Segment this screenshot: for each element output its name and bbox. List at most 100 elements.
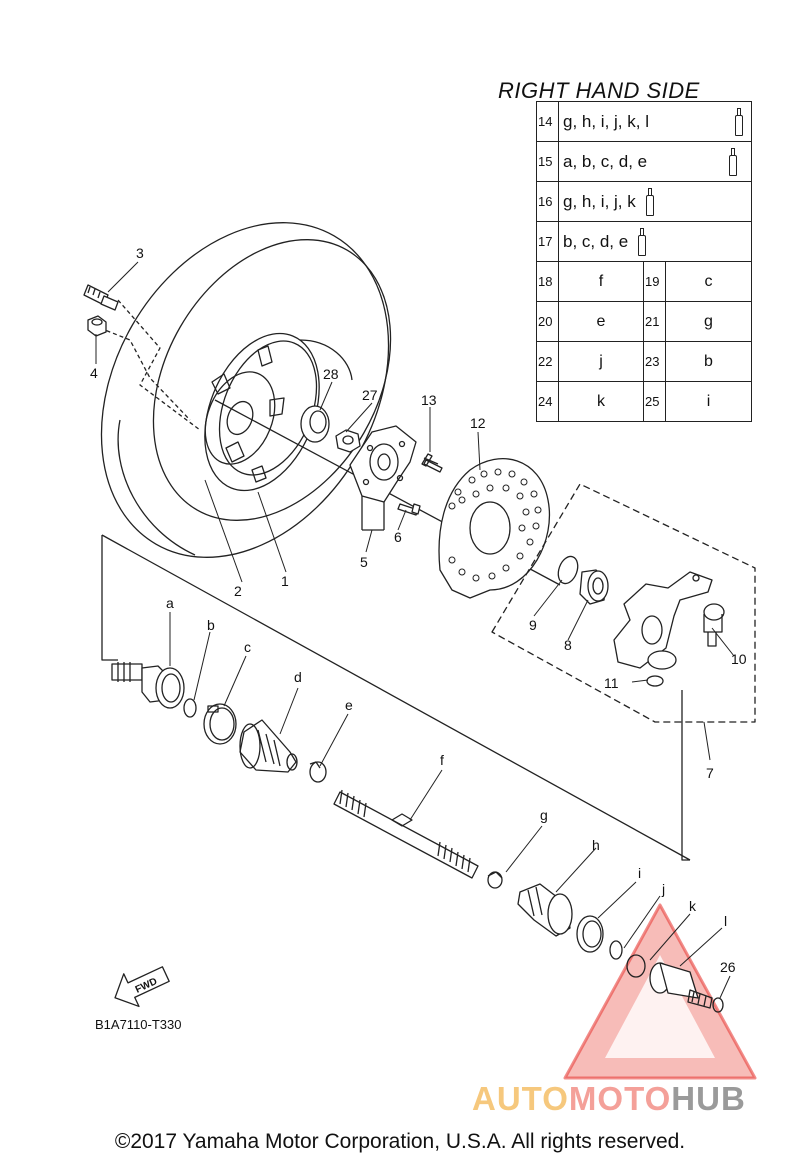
boot-band-i bbox=[576, 915, 604, 953]
callout-e: e bbox=[345, 697, 353, 713]
row-letter: j bbox=[558, 341, 644, 382]
callout-26: 26 bbox=[720, 959, 736, 975]
small-band bbox=[309, 761, 327, 783]
row-letters: a, b, c, d, e bbox=[563, 151, 648, 171]
bearing bbox=[579, 569, 609, 605]
callout-27: 27 bbox=[362, 387, 378, 403]
small-band-g bbox=[487, 871, 503, 889]
callout-b: b bbox=[207, 617, 215, 633]
grease-tube-icon bbox=[735, 107, 743, 136]
combo-row: 17 b, c, d, e bbox=[536, 221, 752, 262]
row-number: 22 bbox=[536, 341, 559, 382]
grease-tube-icon bbox=[729, 147, 737, 176]
pair-row: 24 k 25 i bbox=[536, 381, 752, 422]
callout-f: f bbox=[440, 752, 444, 768]
combo-row: 15 a, b, c, d, e bbox=[536, 141, 752, 182]
fwd-arrow-icon: FWD bbox=[114, 966, 170, 1008]
drive-shaft bbox=[333, 789, 479, 879]
driveshaft-group-lines bbox=[101, 534, 691, 861]
wheel-hub bbox=[349, 425, 417, 531]
callout-28: 28 bbox=[323, 366, 339, 382]
circlip-j bbox=[609, 940, 623, 960]
row-letters: g, h, i, j, k, l bbox=[563, 111, 649, 131]
watermark-moto: MOTO bbox=[568, 1080, 672, 1117]
row-letter: i bbox=[665, 381, 752, 422]
callout-d: d bbox=[294, 669, 302, 685]
row-letters: b, c, d, e bbox=[563, 231, 629, 251]
callout-l: l bbox=[724, 913, 728, 929]
row-number: 18 bbox=[536, 261, 559, 302]
right-hand-side-title: RIGHT HAND SIDE bbox=[498, 78, 700, 103]
pair-row: 18 f 19 c bbox=[536, 261, 752, 302]
callout-a: a bbox=[166, 595, 174, 611]
circlip-b bbox=[183, 698, 197, 718]
pair-row: 22 j 23 b bbox=[536, 341, 752, 382]
row-number: 16 bbox=[536, 181, 559, 222]
knuckle-assembly-box bbox=[491, 483, 756, 723]
watermark-logo: AUTOMOTOHUB bbox=[472, 1080, 746, 1118]
watermark-auto: AUTO bbox=[472, 1080, 569, 1117]
stud-guide-lines bbox=[99, 299, 201, 431]
combo-row: 14 g, h, i, j, k, l bbox=[536, 101, 752, 142]
callout-9: 9 bbox=[529, 617, 537, 633]
row-letter: c bbox=[665, 261, 752, 302]
row-letter: k bbox=[558, 381, 644, 422]
disc-bolt bbox=[421, 453, 443, 473]
steering-knuckle bbox=[613, 571, 713, 670]
outer-cv-joint bbox=[111, 662, 185, 709]
callout-g: g bbox=[540, 807, 548, 823]
diagram-code: B1A7110-T330 bbox=[95, 1017, 182, 1032]
hub-bolt bbox=[397, 503, 421, 516]
watermark-hub: HUB bbox=[671, 1080, 746, 1117]
callout-13: 13 bbox=[421, 392, 437, 408]
brake-disc bbox=[438, 458, 550, 599]
ball-joint bbox=[703, 603, 725, 647]
wheel-rim bbox=[204, 332, 353, 492]
boot-band bbox=[203, 703, 237, 745]
inner-cv-joint bbox=[649, 962, 713, 1009]
leader-lines bbox=[95, 261, 735, 999]
callout-12: 12 bbox=[470, 415, 486, 431]
callout-5: 5 bbox=[360, 554, 368, 570]
row-letter: e bbox=[558, 301, 644, 342]
pair-row: 20 e 21 g bbox=[536, 301, 752, 342]
row-letters: g, h, i, j, k bbox=[563, 191, 636, 211]
row-number: 21 bbox=[643, 301, 666, 342]
callout-j: j bbox=[662, 881, 666, 897]
clip bbox=[646, 675, 664, 687]
row-letter: f bbox=[558, 261, 644, 302]
row-number: 24 bbox=[536, 381, 559, 422]
row-number: 25 bbox=[643, 381, 666, 422]
callout-4: 4 bbox=[90, 365, 98, 381]
row-number: 15 bbox=[536, 141, 559, 182]
callout-7: 7 bbox=[706, 765, 714, 781]
cv-boot bbox=[239, 719, 298, 773]
callout-2: 2 bbox=[234, 583, 242, 599]
callout-i: i bbox=[638, 865, 642, 881]
inner-cv-boot bbox=[517, 883, 573, 937]
callout-3: 3 bbox=[136, 245, 144, 261]
circlip bbox=[557, 555, 579, 585]
row-number: 20 bbox=[536, 301, 559, 342]
callout-1: 1 bbox=[281, 573, 289, 589]
wheel-nut bbox=[87, 315, 107, 337]
right-hand-side-table: 14 g, h, i, j, k, l 15 a, b, c, d, e 16 … bbox=[536, 101, 752, 422]
axle-nut bbox=[335, 429, 361, 453]
callout-h: h bbox=[592, 837, 600, 853]
callout-10: 10 bbox=[731, 651, 747, 667]
grease-tube-icon bbox=[645, 187, 654, 216]
callout-8: 8 bbox=[564, 637, 572, 653]
callout-6: 6 bbox=[394, 529, 402, 545]
circlip-26 bbox=[712, 997, 724, 1013]
callout-k: k bbox=[689, 898, 696, 914]
tire bbox=[100, 222, 392, 558]
row-number: 14 bbox=[536, 101, 559, 142]
callout-11: 11 bbox=[604, 675, 619, 691]
copyright-notice: ©2017 Yamaha Motor Corporation, U.S.A. A… bbox=[114, 1130, 686, 1153]
row-letter: b bbox=[665, 341, 752, 382]
callout-c: c bbox=[244, 639, 251, 655]
row-number: 17 bbox=[536, 221, 559, 262]
wheel-stud bbox=[83, 284, 119, 311]
row-number: 23 bbox=[643, 341, 666, 382]
